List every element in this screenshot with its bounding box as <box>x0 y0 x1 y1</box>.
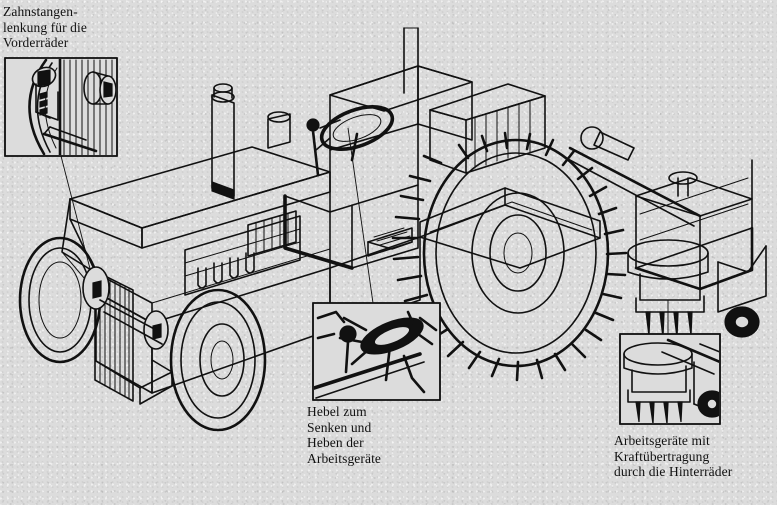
engine-detail <box>184 210 301 296</box>
front-axle <box>95 299 173 405</box>
roll-bar <box>403 27 419 94</box>
step-plate <box>367 227 413 257</box>
rack-teeth <box>39 91 48 116</box>
steering-wheel <box>315 105 395 162</box>
implement-tines <box>645 311 693 339</box>
caption-implement: Arbeitsgeräte mit Kraftübertragung durch… <box>614 433 733 479</box>
caption-steering: Zahnstangen- lenkung für die Vorderräder <box>3 4 87 50</box>
tractor-body <box>18 27 767 432</box>
exhaust-stack <box>211 83 235 200</box>
implement-assembly <box>565 126 767 339</box>
air-cleaner <box>267 111 291 149</box>
valve-rods <box>197 252 255 289</box>
cab-structure <box>283 65 601 270</box>
implement-detail-inset <box>619 333 721 425</box>
lever-detail-inset <box>312 302 441 401</box>
caption-lever: Hebel zum Senken und Heben der Arbeitsge… <box>307 404 382 466</box>
steering-detail-inset <box>4 57 118 157</box>
control-lever <box>306 118 320 177</box>
